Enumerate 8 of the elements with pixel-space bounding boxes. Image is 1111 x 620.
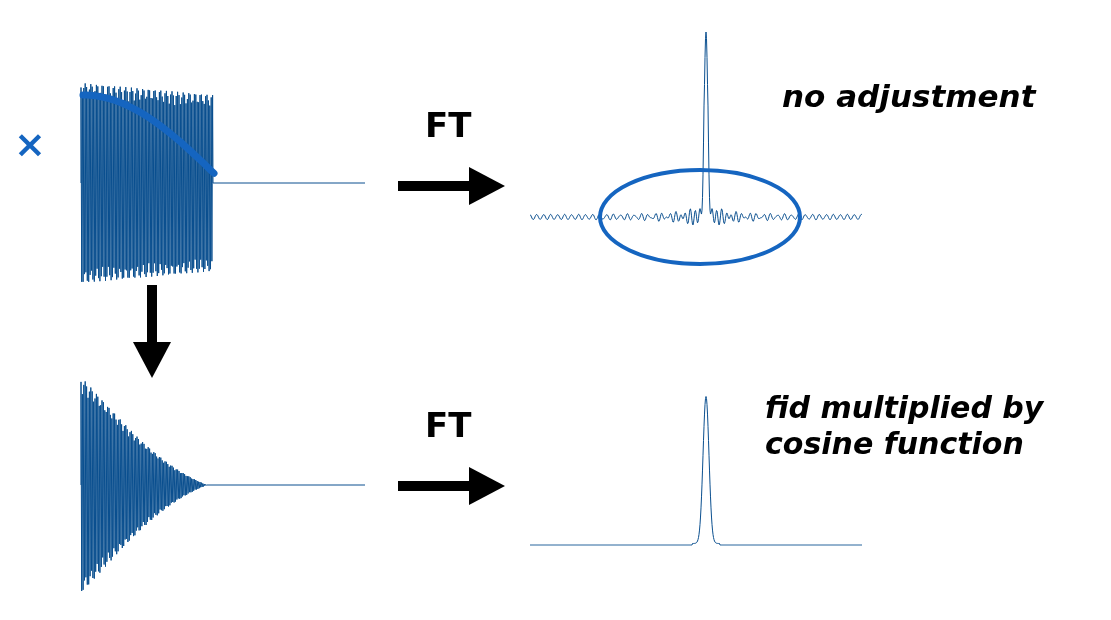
edge-label: FT [425, 405, 472, 445]
note-text: fid multiplied by cosine function [765, 390, 1045, 462]
arrow [398, 167, 505, 205]
multiply-sign: × [14, 122, 46, 168]
arrow [398, 467, 505, 505]
edge-label: FT [425, 105, 472, 145]
arrow [133, 285, 171, 378]
note-text: no adjustment [782, 78, 1036, 116]
